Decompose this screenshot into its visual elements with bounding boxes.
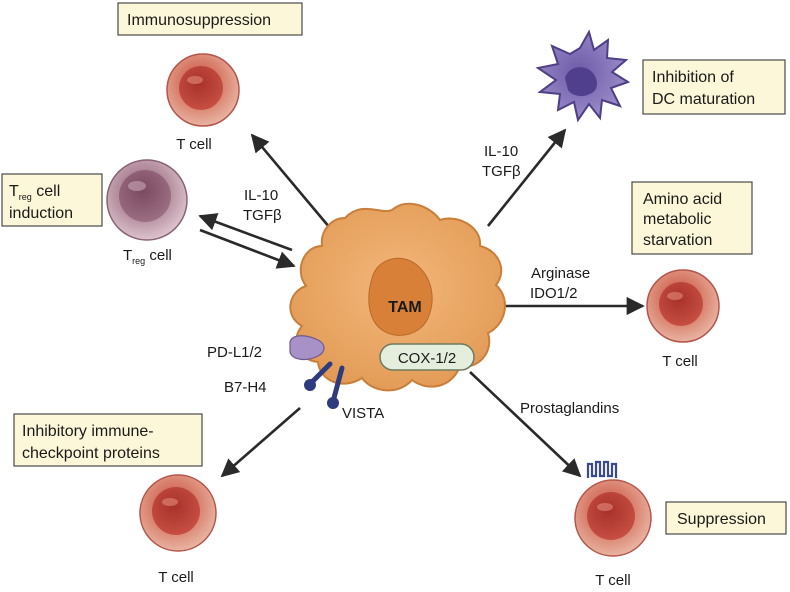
dendritic-cell — [535, 29, 631, 123]
svg-text:Amino acid: Amino acid — [643, 191, 722, 208]
receptor-icon — [586, 460, 618, 478]
cox-pill — [379, 343, 475, 371]
tcell-label-top: T cell — [176, 136, 212, 153]
il10-right-label: IL-10 — [484, 143, 518, 160]
pdl-icon — [289, 335, 325, 361]
box-checkpoint: Inhibitory immune- checkpoint proteins — [13, 413, 203, 467]
box-dc-maturation: Inhibition of DC maturation — [642, 59, 786, 115]
arrows — [198, 128, 645, 478]
treg-cell — [106, 159, 188, 241]
treg-cell-label: Treg cell — [123, 247, 172, 266]
ido-label: IDO1/2 — [530, 285, 578, 302]
vista-label: VISTA — [342, 405, 384, 422]
b7h4-icon — [304, 361, 333, 391]
tam-label: TAM — [388, 299, 421, 316]
svg-text:Treg cell: Treg cell — [9, 183, 60, 202]
svg-text:DC maturation: DC maturation — [652, 91, 755, 108]
box-amino-acid: Amino acid metabolic starvation — [631, 181, 753, 255]
tcell-checkpoint — [139, 474, 217, 552]
arrow-to-checkpoint-tcell — [220, 407, 301, 478]
b7h4-label: B7-H4 — [224, 379, 267, 396]
svg-text:induction: induction — [9, 205, 73, 222]
arrow-to-immunosuppression-tcell — [250, 133, 331, 229]
il10-left-label: IL-10 — [244, 187, 278, 204]
arrow-from-treg — [199, 228, 296, 269]
box-suppression: Suppression — [665, 501, 787, 535]
tcell-label-bottom-left: T cell — [158, 569, 194, 586]
svg-text:Immunosuppression: Immunosuppression — [127, 12, 271, 29]
tcell-immunosuppression — [166, 53, 240, 127]
vista-icon — [327, 365, 345, 409]
tcell-label-right: T cell — [662, 353, 698, 370]
arrow-to-suppression-tcell — [469, 371, 582, 478]
svg-text:metabolic: metabolic — [643, 211, 711, 228]
pdl-label: PD-L1/2 — [207, 344, 262, 361]
svg-text:Inhibition of: Inhibition of — [652, 69, 734, 86]
svg-text:Inhibitory immune-: Inhibitory immune- — [22, 423, 154, 440]
svg-text:starvation: starvation — [643, 232, 712, 249]
box-treg-induction: Treg cell induction — [1, 173, 103, 227]
prostaglandins-label: Prostaglandins — [520, 400, 619, 417]
svg-text:Suppression: Suppression — [677, 511, 766, 528]
arrow-to-dc — [486, 128, 567, 227]
arrow-to-treg — [198, 213, 293, 252]
tgfb-left-label: TGFβ — [243, 207, 282, 224]
tgfb-right-label: TGFβ — [482, 163, 521, 180]
tcell-amino-acid — [646, 269, 720, 343]
tcell-label-bottom-right: T cell — [595, 572, 631, 589]
tcell-suppression — [574, 460, 652, 557]
svg-text:checkpoint proteins: checkpoint proteins — [22, 445, 160, 462]
cox-label: COX-1/2 — [398, 350, 456, 367]
tam-nucleus — [368, 257, 433, 336]
arginase-label: Arginase — [531, 265, 590, 282]
box-immunosuppression: Immunosuppression — [117, 2, 303, 36]
